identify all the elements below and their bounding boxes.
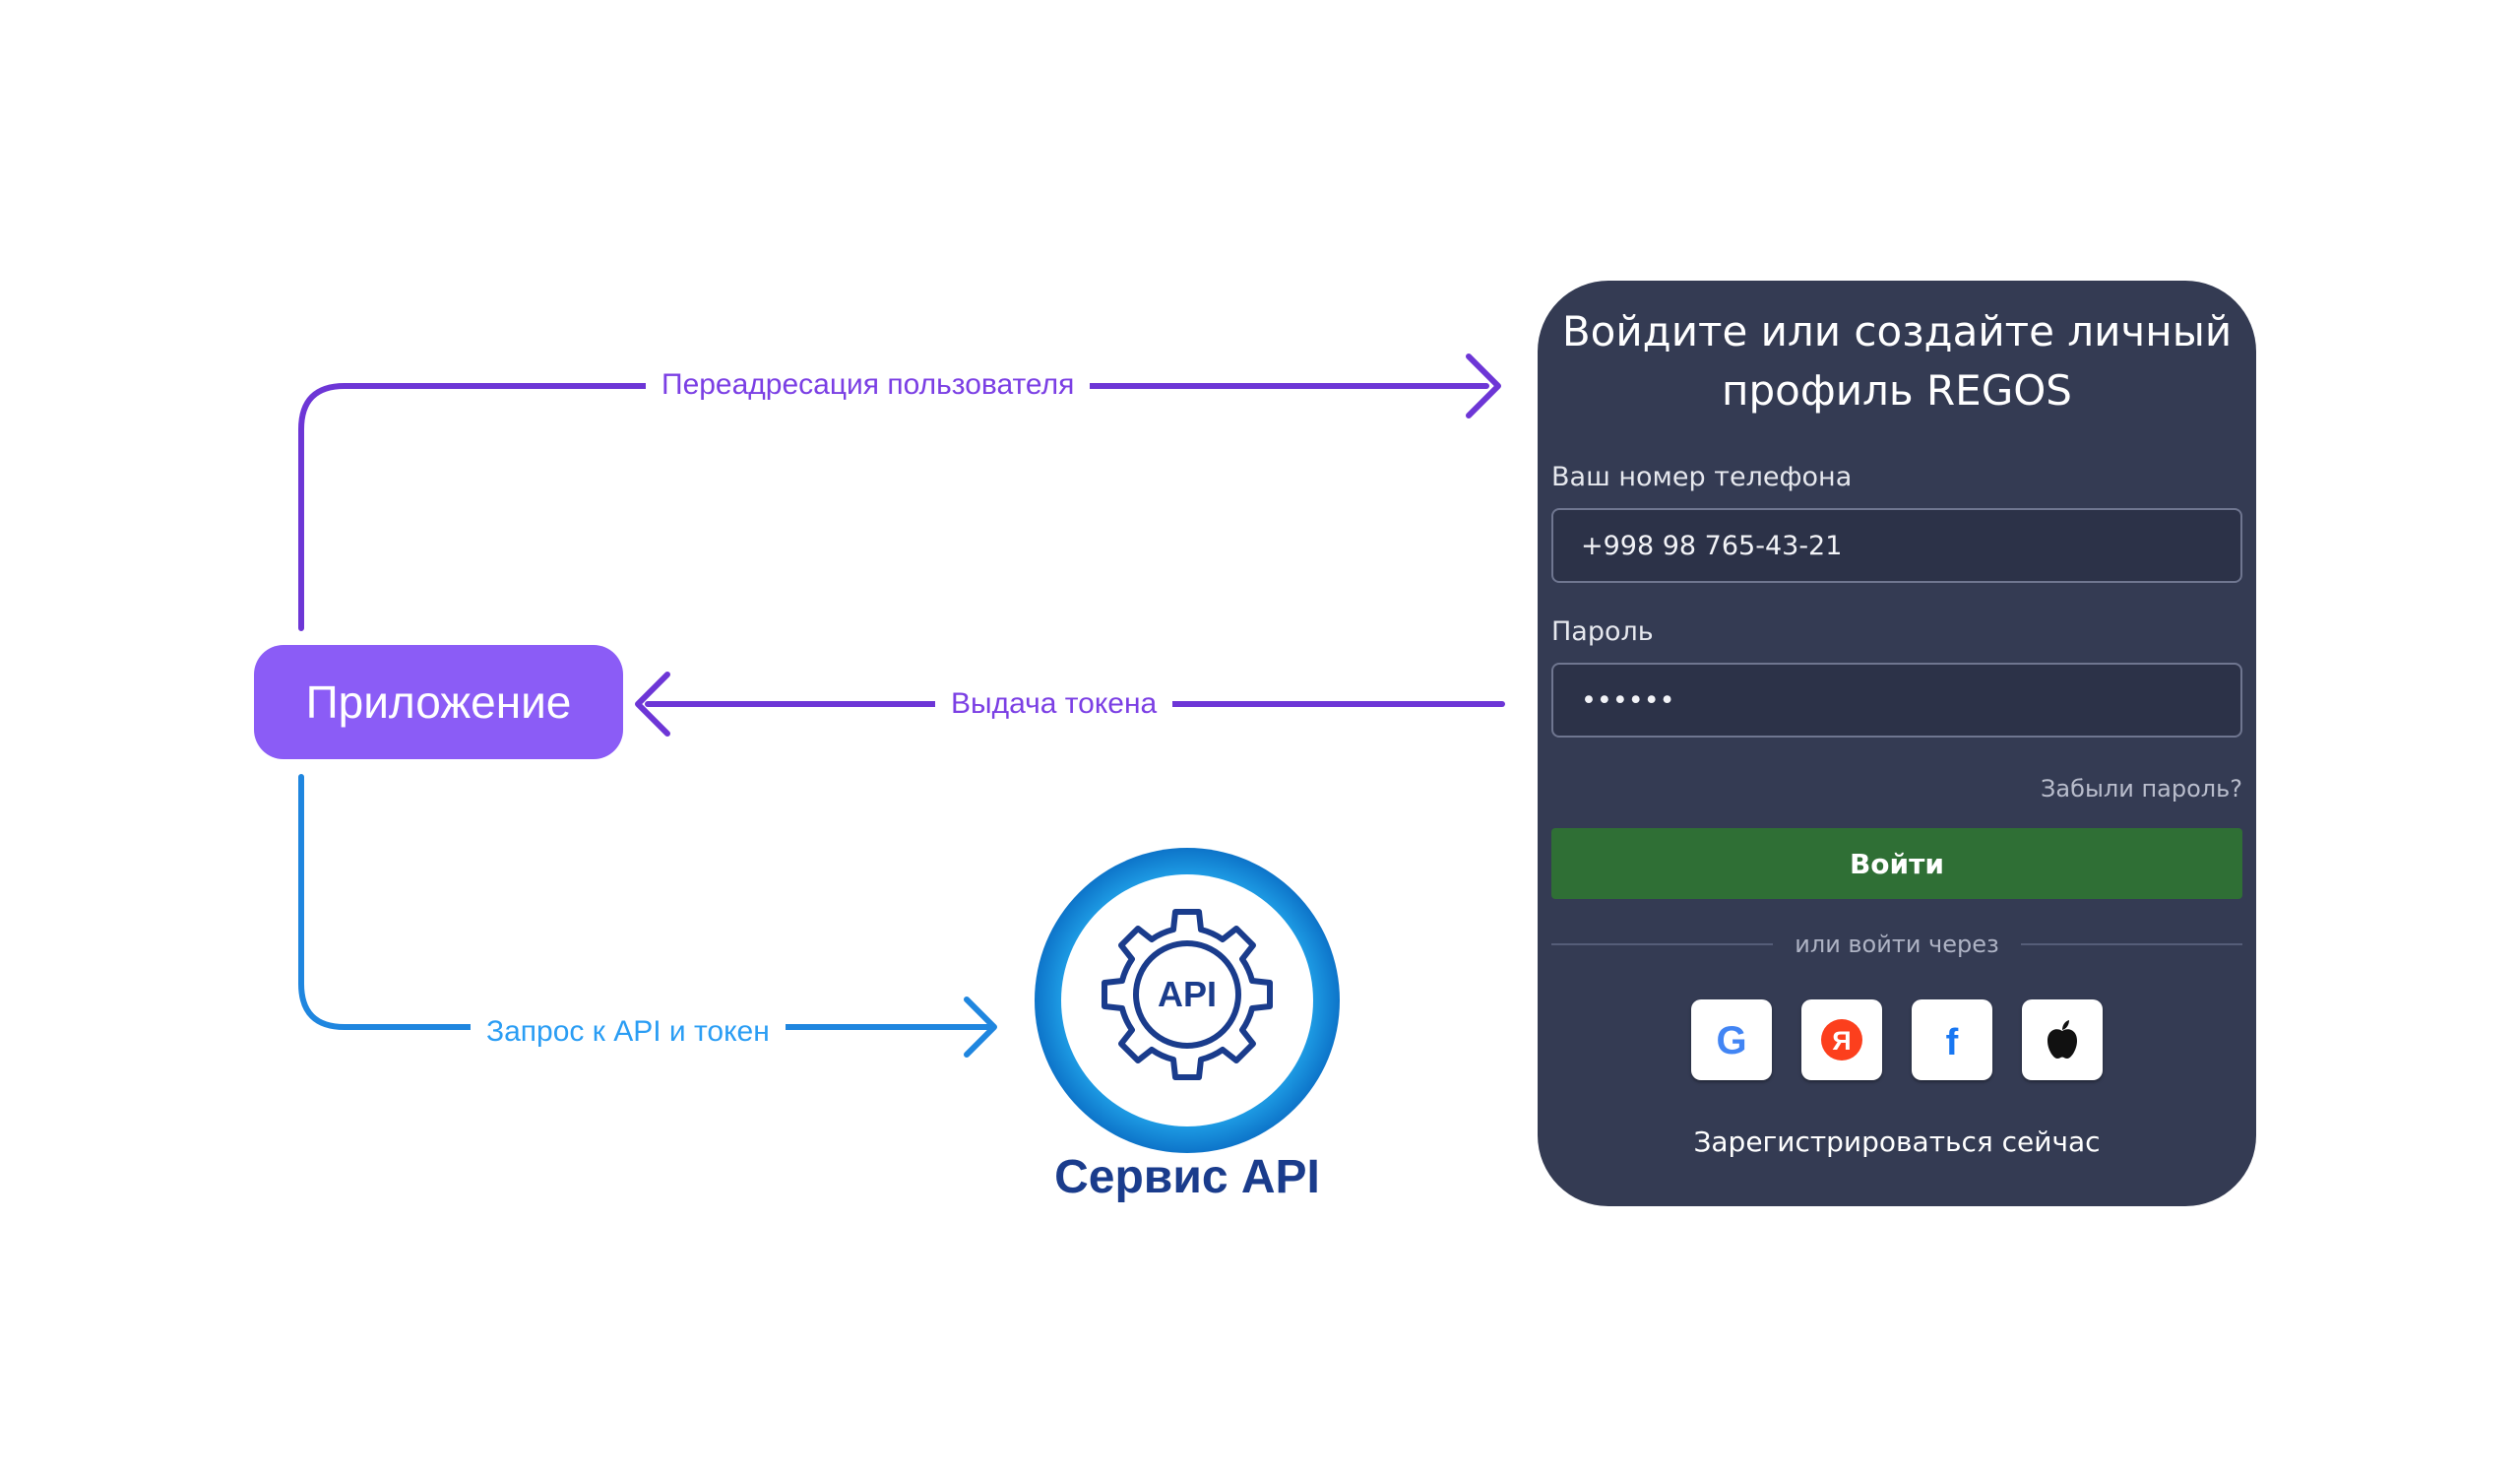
svg-text:G: G (1716, 1019, 1746, 1062)
facebook-login-button[interactable]: f (1912, 999, 1992, 1080)
login-title: Войдите или создайте личный профиль REGO… (1551, 302, 2242, 420)
social-login-row: G Я f (1551, 999, 2242, 1080)
yandex-login-button[interactable]: Я (1801, 999, 1882, 1080)
password-label: Пароль (1551, 616, 1654, 647)
password-value: •••••• (1581, 684, 1675, 716)
google-login-button[interactable]: G (1691, 999, 1772, 1080)
divider-text: или войти через (1795, 931, 1999, 958)
apple-login-button[interactable] (2022, 999, 2103, 1080)
token-arrowhead (635, 672, 670, 737)
api-service-caption: Сервис API (1054, 1151, 1320, 1203)
redirect-edge-label: Переадресация пользователя (646, 368, 1091, 402)
facebook-icon: f (1946, 1022, 1959, 1062)
login-button[interactable]: Войти (1551, 828, 2242, 899)
divider-row: или войти через (1551, 931, 2243, 958)
divider-line-right (2020, 943, 2243, 945)
redirect-arrowhead (1466, 354, 1501, 418)
gear-icon (1102, 909, 1273, 1080)
login-title-line1: Войдите или создайте личный (1561, 307, 2233, 355)
login-card: Войдите или создайте личный профиль REGO… (1538, 281, 2256, 1206)
google-icon: G (1716, 1019, 1746, 1062)
phone-value: +998 98 765-43-21 (1581, 530, 1843, 561)
divider-line-left (1551, 943, 1774, 945)
request-arrowhead (964, 997, 997, 1058)
request-connector (298, 774, 991, 1030)
request-edge-label: Запрос к API и токен (471, 1015, 786, 1049)
redirect-connector (298, 383, 1489, 631)
token-edge-label: Выдача токена (935, 687, 1173, 721)
forgot-password-link[interactable]: Забыли пароль? (2041, 775, 2242, 803)
phone-label: Ваш номер телефона (1551, 462, 1853, 492)
password-field[interactable]: •••••• (1551, 663, 2242, 738)
svg-text:Я: Я (1832, 1026, 1851, 1056)
login-title-line2: профиль REGOS (1722, 366, 2072, 415)
svg-text:f: f (1946, 1022, 1959, 1062)
phone-field[interactable]: +998 98 765-43-21 (1551, 508, 2242, 583)
register-link[interactable]: Зарегистрироваться сейчас (1693, 1125, 2101, 1158)
yandex-icon: Я (1821, 1019, 1862, 1061)
api-logo-text: API (1158, 974, 1217, 1014)
app-node: Приложение (254, 645, 623, 759)
apple-icon (2048, 1020, 2077, 1059)
api-service-logo: API (1035, 848, 1340, 1153)
